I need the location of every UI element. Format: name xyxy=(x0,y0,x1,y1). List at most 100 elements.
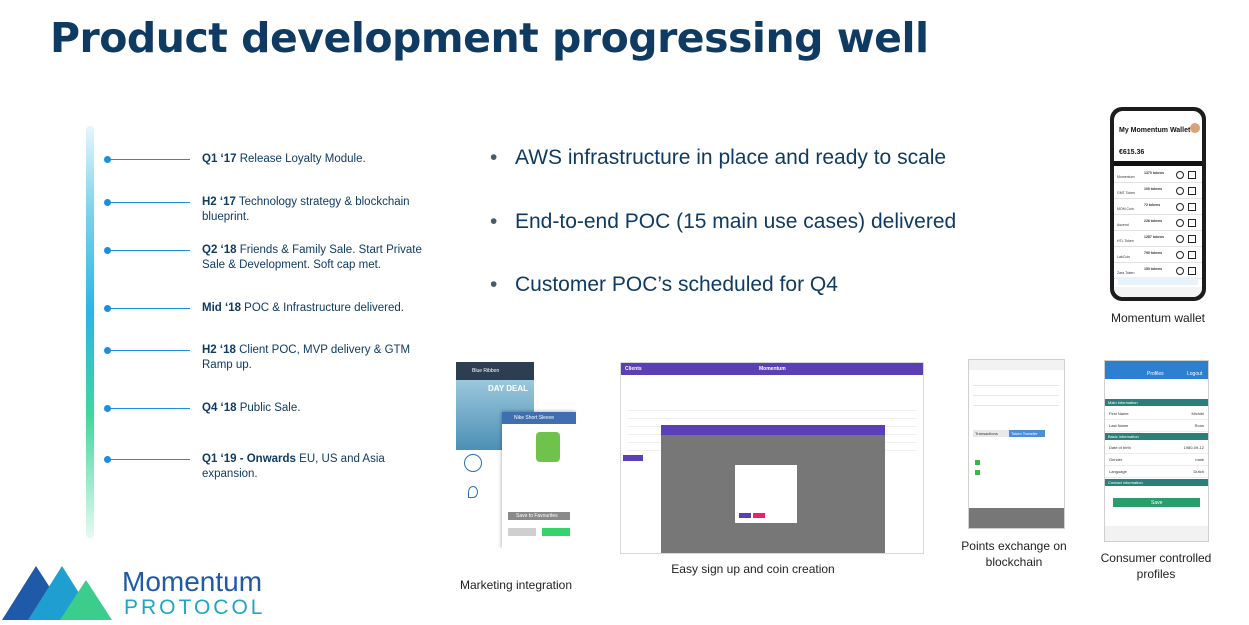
timeline-dot-icon xyxy=(104,347,111,354)
logo-subtitle: PROTOCOL xyxy=(124,596,266,619)
timeline-dot-icon xyxy=(104,305,111,312)
profile-field-value: male xyxy=(1195,457,1204,462)
share-icon[interactable] xyxy=(1188,235,1196,243)
token-amount: 72 tokens xyxy=(1144,203,1161,207)
timeline-period: Mid ‘18 xyxy=(202,302,241,314)
wallet-header: My Momentum Wallet xyxy=(1119,127,1191,134)
token-name: Momentum xyxy=(1117,175,1135,179)
wallet-tabbar[interactable] xyxy=(1114,287,1202,297)
checkbox-icon[interactable] xyxy=(975,460,980,465)
exchange-icon[interactable] xyxy=(1176,203,1184,211)
token-name: LabCoin xyxy=(1117,255,1131,259)
timeline-period: Q1 ‘19 - Onwards xyxy=(202,453,296,465)
token-amount: 1287 tokens xyxy=(1144,235,1165,239)
share-icon[interactable] xyxy=(1188,251,1196,259)
wallet-token-row[interactable]: Ascend 226 tokens xyxy=(1114,215,1202,231)
exchange-icon[interactable] xyxy=(1176,235,1184,243)
caption-points: Points exchange on blockchain xyxy=(961,539,1067,569)
save-favourites-button[interactable] xyxy=(508,512,570,520)
profile-field-label: Date of birth xyxy=(1109,445,1131,450)
bullet-icon: • xyxy=(490,210,498,233)
bullet-item: •End-to-end POC (15 main use cases) deli… xyxy=(490,210,957,233)
wallet-token-row[interactable]: HTL Token 1287 tokens xyxy=(1114,231,1202,247)
timeline-connector xyxy=(110,308,190,309)
exchange-icon[interactable] xyxy=(1176,187,1184,195)
timeline-dot-icon xyxy=(104,456,111,463)
token-name: HTL Token xyxy=(1117,239,1134,243)
token-amount: 790 tokens xyxy=(1144,251,1163,255)
timeline-dot-icon xyxy=(104,199,111,206)
wallet-banner xyxy=(1118,277,1198,285)
logout-link[interactable]: Logout xyxy=(1187,371,1203,377)
share-icon[interactable] xyxy=(1188,219,1196,227)
profile-tabbar[interactable] xyxy=(1105,526,1208,541)
timeline-connector xyxy=(110,202,190,203)
points-app-mockup: Transactions Token Transfer xyxy=(968,359,1065,529)
store-locator-icon xyxy=(468,486,478,498)
momentum-logo xyxy=(2,560,122,620)
share-icon[interactable] xyxy=(1188,187,1196,195)
logo-wordmark: Momentum xyxy=(122,566,263,597)
profile-field-row[interactable]: Last Name Roos xyxy=(1105,420,1208,432)
save-button[interactable] xyxy=(1113,498,1200,507)
timeline-period: Q1 ‘17 xyxy=(202,153,237,165)
timeline-description: Release Loyalty Module. xyxy=(236,153,366,165)
exchange-icon[interactable] xyxy=(1176,219,1184,227)
token-amount: 226 tokens xyxy=(1144,219,1163,223)
timeline-description: Public Sale. xyxy=(236,402,301,414)
timeline-text: Q1 ‘17 Release Loyalty Module. xyxy=(202,152,422,167)
profile-field-label: Last Name xyxy=(1109,423,1129,428)
token-name: Ascend xyxy=(1117,223,1129,227)
signup-app-mockup: Clients Momentum xyxy=(620,362,924,554)
token-amount: 150 tokens xyxy=(1144,267,1163,271)
timeline-connector xyxy=(110,250,190,251)
wallet-phone-mockup: My Momentum Wallet €615.36 Momentum 1370 … xyxy=(1110,107,1206,301)
discount-icon xyxy=(464,454,482,472)
caption-profiles: Consumer controlled profiles xyxy=(1100,551,1212,581)
exchange-icon[interactable] xyxy=(1176,171,1184,179)
marketing-app-mockup: Blue Ribbon DAY DEAL Nike Short Sleeve S… xyxy=(456,362,576,548)
timeline-period: Q2 ‘18 xyxy=(202,244,237,256)
share-icon[interactable] xyxy=(1188,171,1196,179)
share-icon[interactable] xyxy=(1188,203,1196,211)
checkbox-icon[interactable] xyxy=(975,470,980,475)
exchange-icon[interactable] xyxy=(1176,251,1184,259)
profile-field-value: Roos xyxy=(1194,423,1204,428)
caption-marketing: Marketing integration xyxy=(459,578,573,592)
wallet-token-row[interactable]: Momentum 1370 tokens xyxy=(1114,167,1202,183)
timeline-description: POC & Infrastructure delivered. xyxy=(240,302,404,314)
token-amount: 1370 tokens xyxy=(1144,171,1165,175)
timeline-period: H2 ‘18 xyxy=(202,344,236,356)
bullet-icon: • xyxy=(490,146,498,169)
wallet-balance: €615.36 xyxy=(1119,149,1145,156)
timeline-description: Client POC, MVP delivery & GTM Ramp up. xyxy=(202,344,411,371)
logo-mark-icon xyxy=(2,566,112,620)
exchange-icon[interactable] xyxy=(1176,267,1184,275)
token-name: Zara Token xyxy=(1117,271,1135,275)
timeline-description: EU, US and Asia expansion. xyxy=(202,453,385,480)
token-name: GMT Token xyxy=(1117,191,1135,195)
share-icon[interactable] xyxy=(1188,267,1196,275)
wallet-token-row[interactable]: LabCoin 790 tokens xyxy=(1114,247,1202,263)
timeline-connector xyxy=(110,459,190,460)
profile-field-value: Michiel xyxy=(1191,411,1204,416)
timeline-text: H2 ‘18 Client POC, MVP delivery & GTM Ra… xyxy=(202,343,422,373)
timeline-dot-icon xyxy=(104,247,111,254)
profiles-app-mockup: Profiles Logout Main information First N… xyxy=(1104,360,1209,542)
timeline-connector xyxy=(110,159,190,160)
caption-wallet: Momentum wallet xyxy=(1110,311,1206,325)
timeline-dot-icon xyxy=(104,156,111,163)
timeline-connector xyxy=(110,408,190,409)
caption-signup: Easy sign up and coin creation xyxy=(671,562,835,576)
timeline-text: Q1 ‘19 - Onwards EU, US and Asia expansi… xyxy=(202,452,422,482)
timeline-dot-icon xyxy=(104,405,111,412)
timeline-text: Q2 ‘18 Friends & Family Sale. Start Priv… xyxy=(202,243,422,273)
add-client-button[interactable] xyxy=(623,455,643,461)
